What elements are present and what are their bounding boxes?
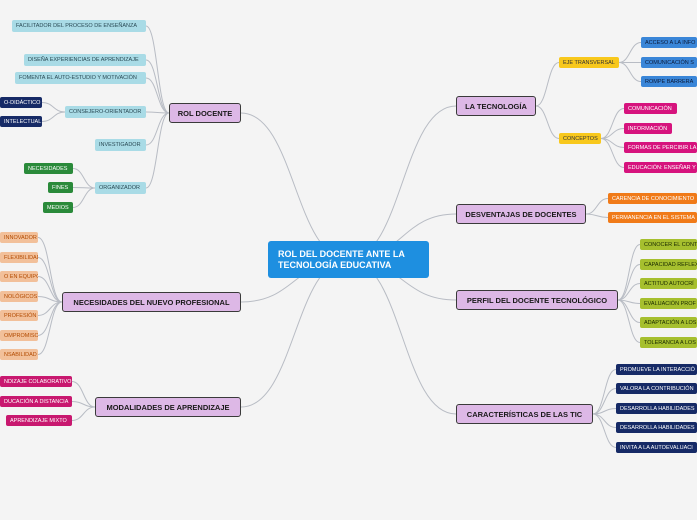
- subtopic-conocer-contenido[interactable]: CONOCER EL CONT: [640, 239, 697, 250]
- subtopic-valora-contribucion[interactable]: VALORA LA CONTRIBUCIÓN: [616, 383, 697, 394]
- connector-subtopic-conceptos: [535, 105, 560, 139]
- subtopic-conceptos[interactable]: CONCEPTOS: [559, 133, 601, 144]
- subtopic-organizador[interactable]: ORGANIZADOR: [95, 182, 146, 194]
- subtopic-en-equipo[interactable]: O EN EQUIPO: [0, 271, 38, 282]
- branch-desventajas-docentes[interactable]: DESVENTAJAS DE DOCENTES: [456, 204, 586, 224]
- branch-necesidades-nuevo-profesional[interactable]: NECESIDADES DEL NUEVO PROFESIONAL: [62, 292, 241, 312]
- subtopic-didactico[interactable]: O-DIDÁCTICO: [0, 97, 42, 108]
- subtopic-medios[interactable]: MEDIOS: [43, 202, 73, 213]
- subtopic-formas-percibir[interactable]: FORMAS DE PERCIBIR LA: [624, 142, 697, 153]
- subtopic-fines[interactable]: FINES: [48, 182, 73, 193]
- subtopic-invita-autoevaluacion[interactable]: INVITA A LA AUTOEVALUACI: [616, 442, 697, 453]
- connector-subtopic-consejero-orientador: [145, 111, 170, 114]
- connector-subtopic-aprendizaje-mixto: [71, 406, 96, 421]
- connector-subtopic-actitud-autocritica: [617, 283, 641, 301]
- connector-subtopic-organizador: [145, 112, 170, 189]
- connector-subtopic-medios: [72, 187, 96, 208]
- connector-subtopic-comunicacion: [600, 108, 625, 139]
- connector-subtopic-investigador: [145, 112, 170, 146]
- connector-subtopic-flexibilidad: [37, 257, 63, 303]
- connector-subtopic-fines: [72, 187, 96, 189]
- subtopic-comunicacion[interactable]: COMUNICACIÓN: [624, 103, 677, 114]
- connector-subtopic-permanencia-sistema: [585, 213, 609, 218]
- connector-branch-modalidades-aprendizaje: [240, 259, 349, 408]
- subtopic-desarrolla-habilidades-2[interactable]: DESARROLLA HABILIDADES: [616, 422, 697, 433]
- subtopic-profesion[interactable]: PROFESIÓN: [0, 310, 38, 321]
- connector-branch-caracteristicas-tic: [348, 259, 457, 415]
- subtopic-educacion-ensenar[interactable]: EDUCACIÓN: ENSEÑAR Y: [624, 162, 697, 173]
- connector-subtopic-capacidad-reflexiva: [617, 264, 641, 301]
- connector-subtopic-disena-experiencias: [145, 59, 170, 114]
- subtopic-informacion[interactable]: INFORMACIÓN: [624, 123, 672, 134]
- connector-subtopic-acceso-informacion: [618, 42, 642, 63]
- branch-perfil-docente[interactable]: PERFIL DEL DOCENTE TECNOLÓGICO: [456, 290, 618, 310]
- subtopic-tecnologicos[interactable]: NOLÓGICOS: [0, 291, 38, 302]
- central-topic[interactable]: ROL DEL DOCENTE ANTE LA TECNOLOGÍA EDUCA…: [268, 241, 429, 278]
- subtopic-educacion-distancia[interactable]: DUCACIÓN A DISTANCIA: [0, 396, 72, 407]
- subtopic-evaluacion-profesional[interactable]: EVALUACIÓN PROF: [640, 298, 697, 309]
- subtopic-innovador[interactable]: INNOVADOR: [0, 232, 38, 243]
- subtopic-aprendizaje-mixto[interactable]: APRENDIZAJE MIXTO: [6, 415, 72, 426]
- subtopic-adaptacion[interactable]: ADAPTACIÓN A LOS: [640, 317, 697, 328]
- connector-subtopic-didactico: [41, 102, 66, 113]
- subtopic-comunicacion-sincronica[interactable]: COMUNICACIÓN S: [641, 57, 697, 68]
- subtopic-eje-transversal[interactable]: EJE TRANSVERSAL: [559, 57, 619, 68]
- connector-subtopic-fomenta-autoestudio: [145, 77, 170, 114]
- subtopic-actitud-autocritica[interactable]: ACTITUD AUTOCRÍ: [640, 278, 697, 289]
- subtopic-tolerancia[interactable]: TOLERANCIA A LOS: [640, 337, 697, 348]
- subtopic-rompe-barreras[interactable]: ROMPE BARRERA: [641, 76, 697, 87]
- branch-modalidades-aprendizaje[interactable]: MODALIDADES DE APRENDIZAJE: [95, 397, 241, 417]
- subtopic-responsabilidad[interactable]: NSABILIDAD: [0, 349, 38, 360]
- subtopic-fomenta-autoestudio[interactable]: FOMENTA EL AUTO-ESTUDIO Y MOTIVACIÓN: [15, 72, 146, 84]
- connector-subtopic-rompe-barreras: [618, 62, 642, 82]
- connector-subtopic-carencia-conocimiento: [585, 198, 609, 215]
- branch-rol-docente[interactable]: ROL DOCENTE: [169, 103, 241, 123]
- connector-subtopic-necesidades: [72, 168, 96, 189]
- connector-subtopic-invita-autoevaluacion: [592, 413, 617, 448]
- connector-subtopic-informacion: [600, 128, 625, 139]
- subtopic-capacidad-reflexiva[interactable]: CAPACIDAD REFLEX: [640, 259, 697, 270]
- connector-subtopic-compromiso: [37, 301, 63, 336]
- connector-subtopic-innovador: [37, 237, 63, 303]
- connector-subtopic-promueve-interaccion: [592, 369, 617, 415]
- subtopic-facilitador[interactable]: FACILITADOR DEL PROCESO DE ENSEÑANZA: [12, 20, 146, 32]
- subtopic-carencia-conocimiento[interactable]: CARENCIA DE CONOCIMIENTO: [608, 193, 697, 204]
- branch-caracteristicas-tic[interactable]: CARACTERÍSTICAS DE LAS TIC: [456, 404, 593, 424]
- subtopic-acceso-informacion[interactable]: ACCESO A LA INFO: [641, 37, 697, 48]
- branch-la-tecnologia[interactable]: LA TECNOLOGÍA: [456, 96, 536, 116]
- connector-subtopic-responsabilidad: [37, 301, 63, 355]
- connector-subtopic-en-equipo: [37, 276, 63, 303]
- connector-branch-rol-docente: [240, 112, 349, 260]
- subtopic-investigador[interactable]: INVESTIGADOR: [95, 139, 146, 151]
- connector-subtopic-valora-contribucion: [592, 388, 617, 415]
- connector-subtopic-conocer-contenido: [617, 244, 641, 301]
- subtopic-promueve-interaccion[interactable]: PROMUEVE LA INTERACCIÓ: [616, 364, 697, 375]
- subtopic-flexibilidad[interactable]: FLEXIBILIDAD: [0, 252, 38, 263]
- connector-subtopic-aprendizaje-colaborativo: [71, 381, 96, 408]
- subtopic-disena-experiencias[interactable]: DISEÑA EXPERIENCIAS DE APRENDIZAJE: [24, 54, 146, 66]
- subtopic-necesidades[interactable]: NECESIDADES: [24, 163, 73, 174]
- connector-subtopic-facilitador: [145, 25, 170, 114]
- subtopic-consejero-orientador[interactable]: CONSEJERO-ORIENTADOR: [65, 106, 146, 118]
- subtopic-aprendizaje-colaborativo[interactable]: NDIZAJE COLABORATIVO: [0, 376, 72, 387]
- subtopic-permanencia-sistema[interactable]: PERMANENCIA EN EL SISTEMA: [608, 212, 697, 223]
- subtopic-desarrolla-habilidades-1[interactable]: DESARROLLA HABILIDADES: [616, 403, 697, 414]
- connector-subtopic-desarrolla-habilidades-2: [592, 413, 617, 428]
- connector-subtopic-eje-transversal: [535, 62, 560, 107]
- connector-subtopic-tolerancia: [617, 299, 641, 343]
- subtopic-intelectual[interactable]: INTELECTUAL: [0, 116, 42, 127]
- connector-subtopic-intelectual: [41, 111, 66, 122]
- connector-subtopic-educacion-ensenar: [600, 138, 625, 168]
- subtopic-compromiso[interactable]: OMPROMISO: [0, 330, 38, 341]
